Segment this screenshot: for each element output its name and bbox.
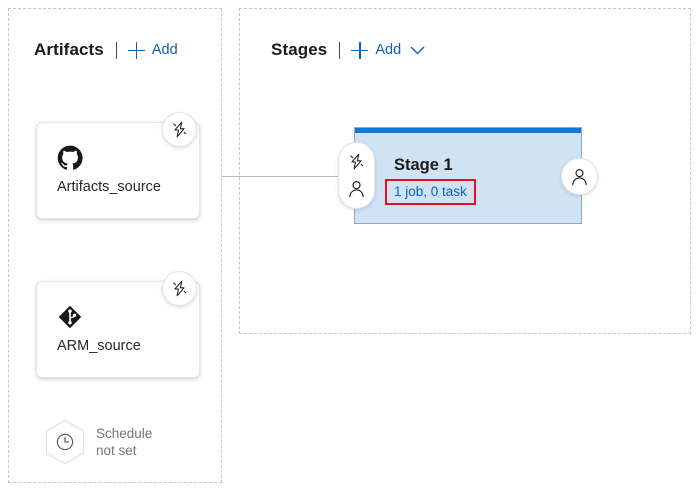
artifact-label: ARM_source (57, 338, 141, 354)
artifact-stage-connector (222, 176, 350, 177)
stages-panel (239, 8, 691, 334)
post-deployment-conditions-badge[interactable] (561, 158, 598, 195)
add-stage-button[interactable]: Add (351, 41, 402, 59)
stages-header: Stages Add (271, 40, 425, 60)
artifacts-header: Artifacts Add (34, 40, 178, 60)
add-artifact-button[interactable]: Add (127, 41, 178, 59)
header-divider (115, 41, 117, 59)
chevron-down-icon[interactable] (410, 46, 425, 55)
plus-icon (351, 41, 369, 59)
stage-card-stage-1[interactable]: Stage 1 1 job, 0 task (354, 127, 582, 224)
github-icon (57, 145, 83, 171)
add-stage-label: Add (375, 42, 402, 58)
person-icon (571, 168, 588, 186)
stages-title: Stages (271, 40, 328, 59)
artifact-label: Artifacts_source (57, 179, 161, 195)
lightning-bolt-icon (171, 121, 188, 138)
azure-repos-icon (57, 304, 83, 330)
schedule-hexagon (44, 419, 86, 465)
plus-icon (127, 41, 145, 59)
continuous-deployment-trigger-badge-1[interactable] (162, 112, 197, 147)
clock-icon (56, 433, 74, 451)
stage-job-task-summary[interactable]: 1 job, 0 task (385, 179, 476, 205)
pre-deployment-conditions-badge[interactable] (338, 142, 375, 209)
header-divider (339, 41, 341, 59)
lightning-bolt-icon (348, 153, 365, 170)
lightning-bolt-icon (171, 280, 188, 297)
schedule-line-2: not set (96, 443, 137, 458)
add-artifact-label: Add (151, 42, 178, 58)
schedule-label: Schedule not set (96, 425, 152, 459)
schedule-trigger[interactable]: Schedule not set (44, 419, 152, 465)
person-icon (348, 180, 365, 198)
artifacts-panel (8, 8, 222, 483)
stage-accent-bar (355, 128, 581, 133)
schedule-line-1: Schedule (96, 426, 153, 441)
stage-title: Stage 1 (394, 156, 453, 174)
artifacts-title: Artifacts (34, 40, 104, 59)
continuous-deployment-trigger-badge-2[interactable] (162, 271, 197, 306)
